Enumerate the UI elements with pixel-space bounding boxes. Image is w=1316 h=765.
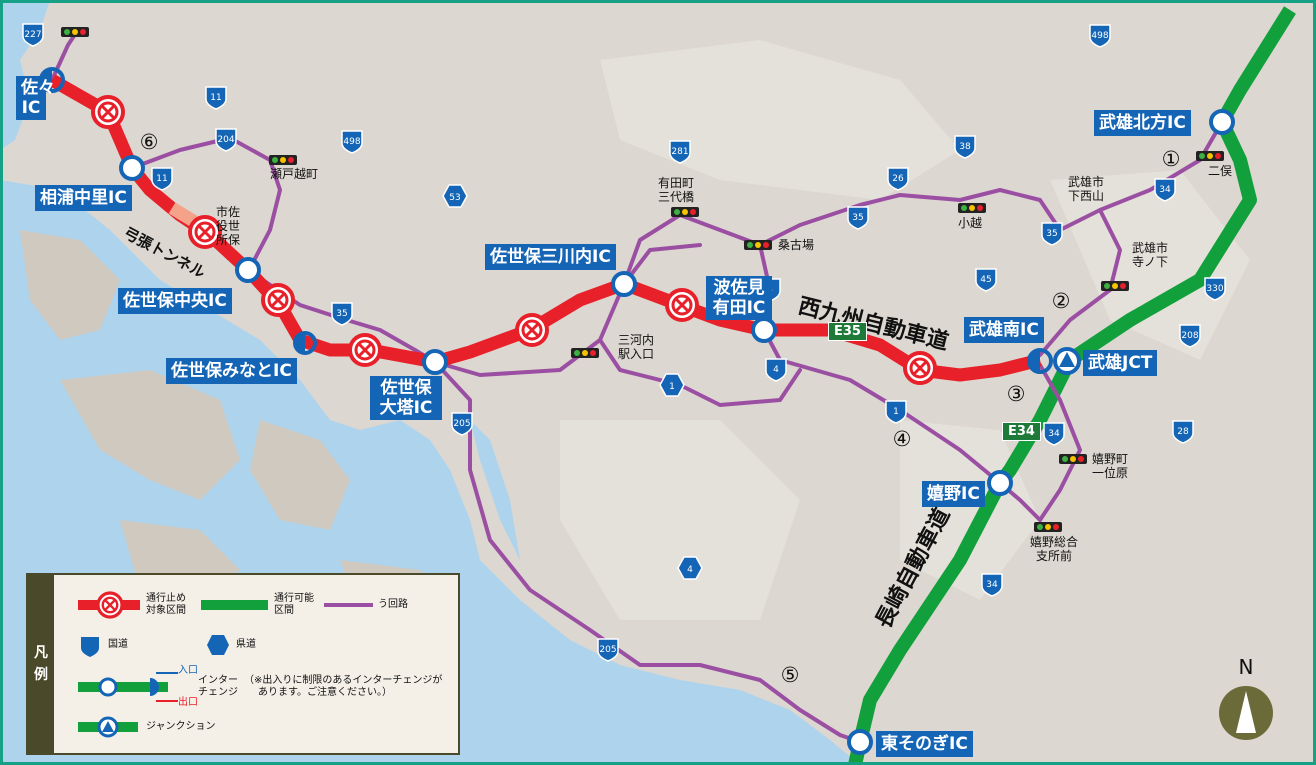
legend-title: 凡例 [28,575,54,753]
legend-national: 国道 [108,639,128,650]
svg-text:1: 1 [893,407,899,417]
legend-entrance: 入口 [178,665,198,676]
svg-text:53: 53 [449,193,460,203]
ic-label-hasami-arita[interactable]: 波佐見有田IC [706,276,772,320]
svg-text:26: 26 [892,174,904,184]
svg-text:35: 35 [1046,229,1057,239]
svg-text:34: 34 [986,580,998,590]
svg-text:11: 11 [210,93,221,103]
svg-text:28: 28 [1177,427,1189,437]
svg-text:205: 205 [599,645,616,655]
detour-number-1: ① [1161,147,1181,171]
legend-closed: 通行止め対象区間 [146,593,186,616]
svg-text:204: 204 [217,135,234,145]
svg-text:205: 205 [453,419,470,429]
legend-symbols [78,591,373,738]
place-ureshino-sogo: 嬉野総合支所前 [1030,535,1079,563]
detour-number-4: ④ [892,427,912,451]
legend-detour: う回路 [378,599,408,610]
north-arrow: N [1218,655,1274,745]
interchange-marks [39,67,1235,755]
ic-label-sasebo-daito[interactable]: 佐世保大塔IC [370,376,442,420]
prefectural-route-shields: 53 1 4 [442,184,703,580]
svg-text:38: 38 [959,142,971,152]
takeo-jct-mark [1053,347,1081,375]
legend-open: 通行可能区間 [274,593,314,616]
svg-text:281: 281 [671,147,688,157]
ic-label-sasebo-chuo[interactable]: 佐世保中央IC [118,288,232,314]
svg-text:45: 45 [980,275,991,285]
ic-label-takeo-jct[interactable]: 武雄JCT [1083,350,1158,376]
ic-label-takeo-kitagata[interactable]: 武雄北方IC [1094,110,1191,136]
detour-number-2: ② [1051,289,1071,313]
ic-label-takeo-minami[interactable]: 武雄南IC [964,317,1044,343]
place-mikawachi-station: 三河内駅入口 [618,333,655,361]
svg-text:498: 498 [343,137,360,147]
ic-label-sasebo-minato[interactable]: 佐世保みなとIC [166,358,297,384]
ic-label-ureshino[interactable]: 嬉野IC [922,481,985,507]
legend-exit: 出口 [178,697,198,708]
place-takeo-teranoshita: 武雄市寺ノ下 [1132,241,1169,269]
svg-text:227: 227 [24,30,41,40]
place-takeo-shimonishiyama: 武雄市下西山 [1068,175,1105,203]
svg-text:35: 35 [852,213,863,223]
ic-label-aiura-nakazato[interactable]: 相浦中里IC [35,185,132,211]
svg-text:34: 34 [1048,429,1060,439]
place-ogoshi: 小越 [958,216,983,230]
detour-number-6: ⑥ [139,130,159,154]
place-setogoe: 瀬戸越町 [270,167,319,181]
place-arita-mitsuyobashi: 有田町三代橋 [658,176,695,204]
svg-text:1: 1 [669,382,675,392]
map-legend: 凡例 通行止め対象区間 通行可能区間 う回路 国道 県道 入口 出口 インターチ… [26,573,460,755]
legend-note: （※出入りに制限のあるインターチェンジがあります。ご注意ください。） [244,675,443,698]
svg-text:4: 4 [687,565,693,575]
detour-number-5: ⑤ [780,663,800,687]
expressway-shield-e34: E34 [1002,422,1041,441]
north-icon [1219,686,1273,740]
legend-junction: ジャンクション [146,721,216,732]
svg-text:4: 4 [773,365,779,375]
svg-text:330: 330 [1206,284,1223,294]
ic-label-sasebo-mikawachi[interactable]: 佐世保三川内IC [485,244,616,270]
svg-text:208: 208 [1181,331,1198,341]
place-ureshino-ichibara: 嬉野町一位原 [1092,452,1129,480]
place-futamata: 二俣 [1208,164,1233,178]
svg-text:11: 11 [156,174,167,184]
expressway-shield-e35: E35 [828,322,867,341]
svg-text:34: 34 [1159,185,1171,195]
legend-interchange: インターチェンジ [198,675,238,698]
place-shiyakusho: 市佐役世所保 [216,205,241,247]
legend-prefectural: 県道 [236,639,256,650]
north-label: N [1238,655,1254,679]
svg-text:35: 35 [336,309,347,319]
place-kuwakoba: 桑古場 [778,238,815,252]
svg-text:498: 498 [1091,31,1108,41]
ic-label-higashisonogi[interactable]: 東そのぎIC [876,731,973,757]
detour-number-3: ③ [1006,382,1026,406]
